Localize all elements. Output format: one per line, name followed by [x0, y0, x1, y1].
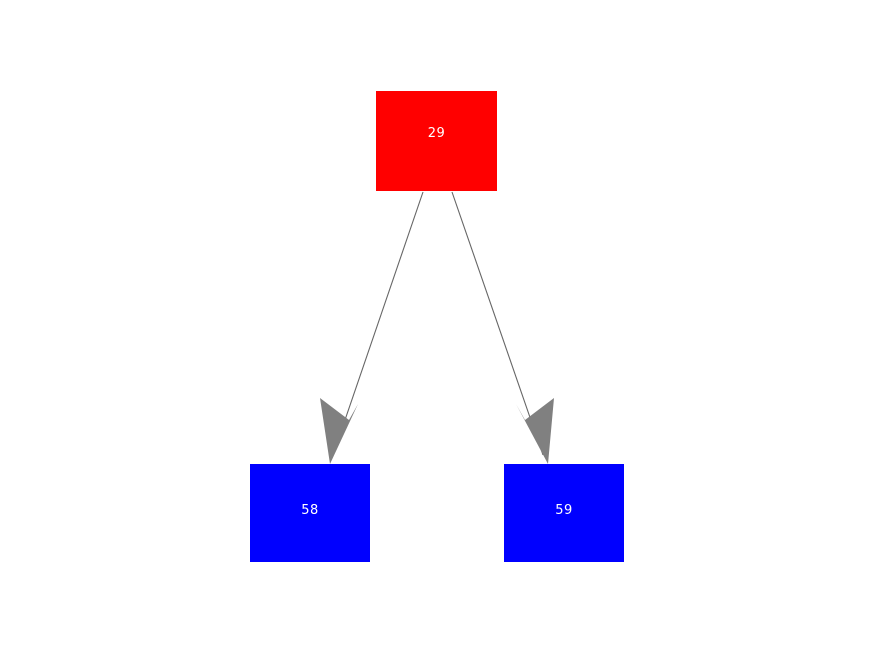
arrowhead-icon — [516, 398, 554, 464]
graph-node-59[interactable]: 59 — [504, 464, 624, 562]
edge-29-to-58[interactable] — [320, 191, 424, 464]
node-label: 29 — [427, 125, 446, 141]
node-label: 58 — [301, 502, 319, 518]
node-label: 59 — [555, 502, 573, 518]
arrowhead-icon — [320, 398, 358, 464]
edge-line — [332, 191, 424, 456]
graph-node-29[interactable]: 29 — [376, 91, 497, 191]
edge-29-to-59[interactable] — [451, 191, 554, 464]
edge-line — [451, 191, 544, 456]
graph-node-58[interactable]: 58 — [250, 464, 370, 562]
